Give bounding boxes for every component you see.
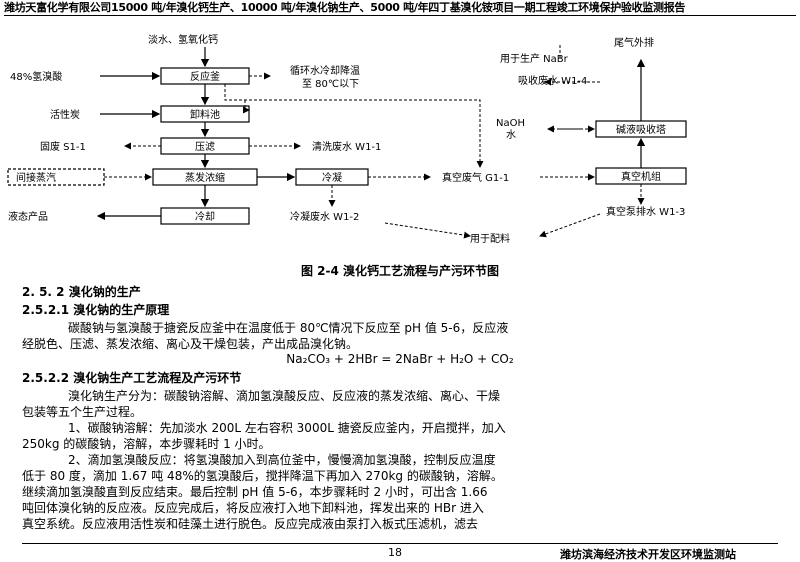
para-4b: 低于 80 度，滴加 1.67 吨 48%的氢溴酸后，搅拌降温下再加入 270k… (22, 469, 503, 483)
text-vacuum: 真空机组 (621, 170, 661, 183)
label-hbr48: 48%氢溴酸 (10, 70, 62, 83)
label-water2: 水 (506, 129, 516, 141)
label-wash-water: 清洗废水 W1-1 (312, 140, 381, 153)
label-steam: 间接蒸汽 (16, 171, 56, 184)
para-1: 碳酸钠与氢溴酸于搪瓷反应釜中在温度低于 80℃情况下反应至 pH 值 5-6，反… (68, 321, 509, 335)
label-vacuum-gas: 真空废气 G1-1 (442, 171, 509, 184)
label-water: 淡水、氢氧化钙 (148, 33, 218, 46)
text-filter: 压滤 (195, 140, 215, 153)
flow-labels: 淡水、氢氧化钙 48%氢溴酸 活性炭 间接蒸汽 NaOH 水 反应釜 卸料池 压… (8, 33, 685, 245)
label-condensate: 冷凝废水 W1-2 (290, 210, 359, 223)
text-cool: 冷却 (195, 210, 215, 223)
label-carbon: 活性炭 (50, 108, 80, 121)
figure-caption: 图 2-4 溴化钙工艺流程与产污环节图 (300, 264, 500, 278)
heading-2-5-2-2: 2.5.2.2 溴化钠生产工艺流程及产污环节 (22, 371, 242, 385)
label-for-mix: 用于配料 (470, 232, 510, 245)
label-solid-waste: 固废 S1-1 (40, 140, 86, 153)
page-header: 潍坊天富化学有限公司15000 吨/年溴化钙生产、10000 吨/年溴化钠生产、… (4, 1, 686, 14)
header-divider (4, 15, 796, 16)
steam-box (7, 168, 105, 186)
process-flow-diagram: 淡水、氢氧化钙 48%氢溴酸 活性炭 间接蒸汽 NaOH 水 反应釜 卸料池 压… (7, 33, 687, 245)
para-2b: 包装等五个生产过程。 (22, 405, 143, 419)
para-4c: 继续滴加氢溴酸直到反应结束。最后控制 pH 值 5-6，本步骤耗时 2 小时，可… (22, 485, 488, 499)
para-3: 1、碳酸钠溶解：先加淡水 200L 左右容积 3000L 搪瓷反应釜内，开启搅拌… (68, 421, 506, 435)
para-3b: 250kg 的碳酸钠，溶解，本步骤耗时 1 小时。 (22, 437, 271, 451)
para-4e: 真空系统。反应液用活性炭和硅藻土进行脱色。反应完成液由泵打入板式压滤机，滤去 (22, 517, 479, 531)
label-liquid-product: 液态产品 (8, 210, 48, 223)
text-scrubber: 碱液吸收塔 (616, 123, 666, 136)
reaction-equation: Na₂CO₃ + 2HBr = 2NaBr + H₂O + CO₂ (286, 352, 514, 366)
heading-2-5-2: 2. 5. 2 溴化钠的生产 (22, 285, 141, 299)
label-cooling-2: 至 80℃以下 (302, 78, 359, 90)
text-evap: 蒸发浓缩 (185, 171, 225, 184)
label-for-nabr: 用于生产 NaBr (500, 52, 569, 65)
heading-2-5-2-1: 2.5.2.1 溴化钠的生产原理 (22, 303, 170, 317)
para-2: 溴化钠生产分为：碳酸钠溶解、滴加氢溴酸反应、反应液的蒸发浓缩、离心、干燥 (68, 389, 501, 403)
label-naoh: NaOH (496, 118, 525, 129)
label-pump-water: 真空泵排水 W1-3 (606, 205, 685, 218)
footer-organization: 潍坊滨海经济技术开发区环境监测站 (560, 548, 736, 561)
para-4d: 吨回体溴化钠的反应液。反应完成后，将反应液打入地下卸料池，挥发出来的 HBr 进… (22, 501, 484, 515)
para-1b: 经脱色、压滤、蒸发浓缩、离心及干燥包装，产出成品溴化钠。 (22, 337, 359, 351)
text-discharge: 卸料池 (190, 108, 220, 121)
footer-divider (22, 543, 778, 544)
text-condense: 冷凝 (322, 171, 342, 184)
label-cooling-1: 循环水冷却降温 (290, 64, 360, 77)
para-4: 2、滴加氢溴酸反应：将氢溴酸加入到高位釜中，慢慢滴加氢溴酸，控制反应温度 (68, 453, 496, 467)
label-absorb-water: 吸收废水 W1-4 (518, 74, 587, 87)
page-number: 18 (388, 546, 402, 559)
label-exhaust: 尾气外排 (614, 36, 654, 49)
text-reactor: 反应釜 (190, 70, 220, 83)
